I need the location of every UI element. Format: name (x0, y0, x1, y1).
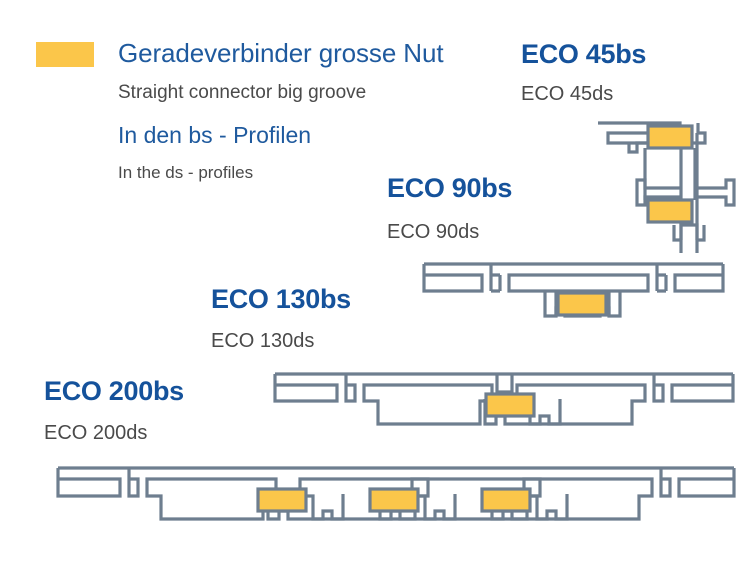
connector-eco-200bs-3 (480, 487, 532, 513)
profile-cell-deep-left-130 (362, 383, 494, 426)
profile-cell-left-130 (273, 374, 339, 403)
profile-rib-b-200 (659, 468, 672, 498)
profile-rib-2-130 (652, 374, 665, 403)
profile-cell-left-outer-90 (422, 264, 484, 293)
product-label-eco-130ds: ECO 130ds (211, 330, 315, 352)
legend-title-de: Geradeverbinder grosse Nut (118, 38, 444, 68)
profile-rib-right-cap-90 (657, 273, 666, 293)
product-label-eco-90ds: ECO 90ds (387, 221, 480, 243)
product-label-eco-90bs: ECO 90bs (387, 173, 513, 203)
product-label-eco-45bs: ECO 45bs (521, 39, 647, 69)
profile-cell-right-130 (670, 374, 735, 403)
product-label-eco-200bs: ECO 200bs (44, 376, 184, 406)
profile-groove-walls-90 (554, 291, 611, 315)
legend-context-en: In the ds - profiles (118, 163, 254, 182)
profile-cell-center-90 (507, 273, 650, 293)
legend-color-swatch (36, 42, 94, 67)
connector-eco-90bs-1 (556, 291, 608, 317)
connector-eco-130bs-1 (484, 392, 536, 418)
profile-cell-left-200 (56, 468, 122, 498)
connector-eco-45bs-2 (646, 198, 694, 224)
connector-eco-200bs-1 (256, 487, 308, 513)
profile-rib-small-130 (495, 374, 514, 394)
profile-cell-deep-4-200 (522, 477, 654, 521)
profile-rib-a-200 (127, 468, 140, 498)
profile-flange-left-upper-45 (598, 121, 682, 145)
profile-bottom-right-lip-45 (697, 225, 706, 242)
profile-groove-right-mid-45 (697, 178, 736, 207)
legend-title-en: Straight connector big groove (118, 82, 367, 103)
product-label-eco-130bs: ECO 130bs (211, 284, 351, 314)
connector-eco-45bs-1 (646, 124, 694, 150)
profile-cell-right-200 (677, 468, 736, 498)
profile-bottom-pocket-45 (679, 223, 699, 240)
legend-context-de: In den bs - Profilen (118, 122, 312, 148)
product-label-eco-200ds: ECO 200ds (44, 422, 148, 444)
product-label-eco-45ds: ECO 45ds (521, 83, 614, 105)
profile-rib-right-90 (655, 264, 668, 291)
profile-core-walls-45 (643, 148, 697, 200)
profile-rib-left-cap-90 (491, 273, 500, 293)
profile-cell-right-outer-90 (673, 264, 725, 293)
profile-rib-1-130 (344, 374, 357, 403)
profile-bottom-left-lip-45 (672, 225, 681, 242)
connector-eco-200bs-2 (368, 487, 420, 513)
profile-rib-left-90 (489, 264, 502, 291)
profile-cell-deep-1-200 (145, 477, 278, 521)
